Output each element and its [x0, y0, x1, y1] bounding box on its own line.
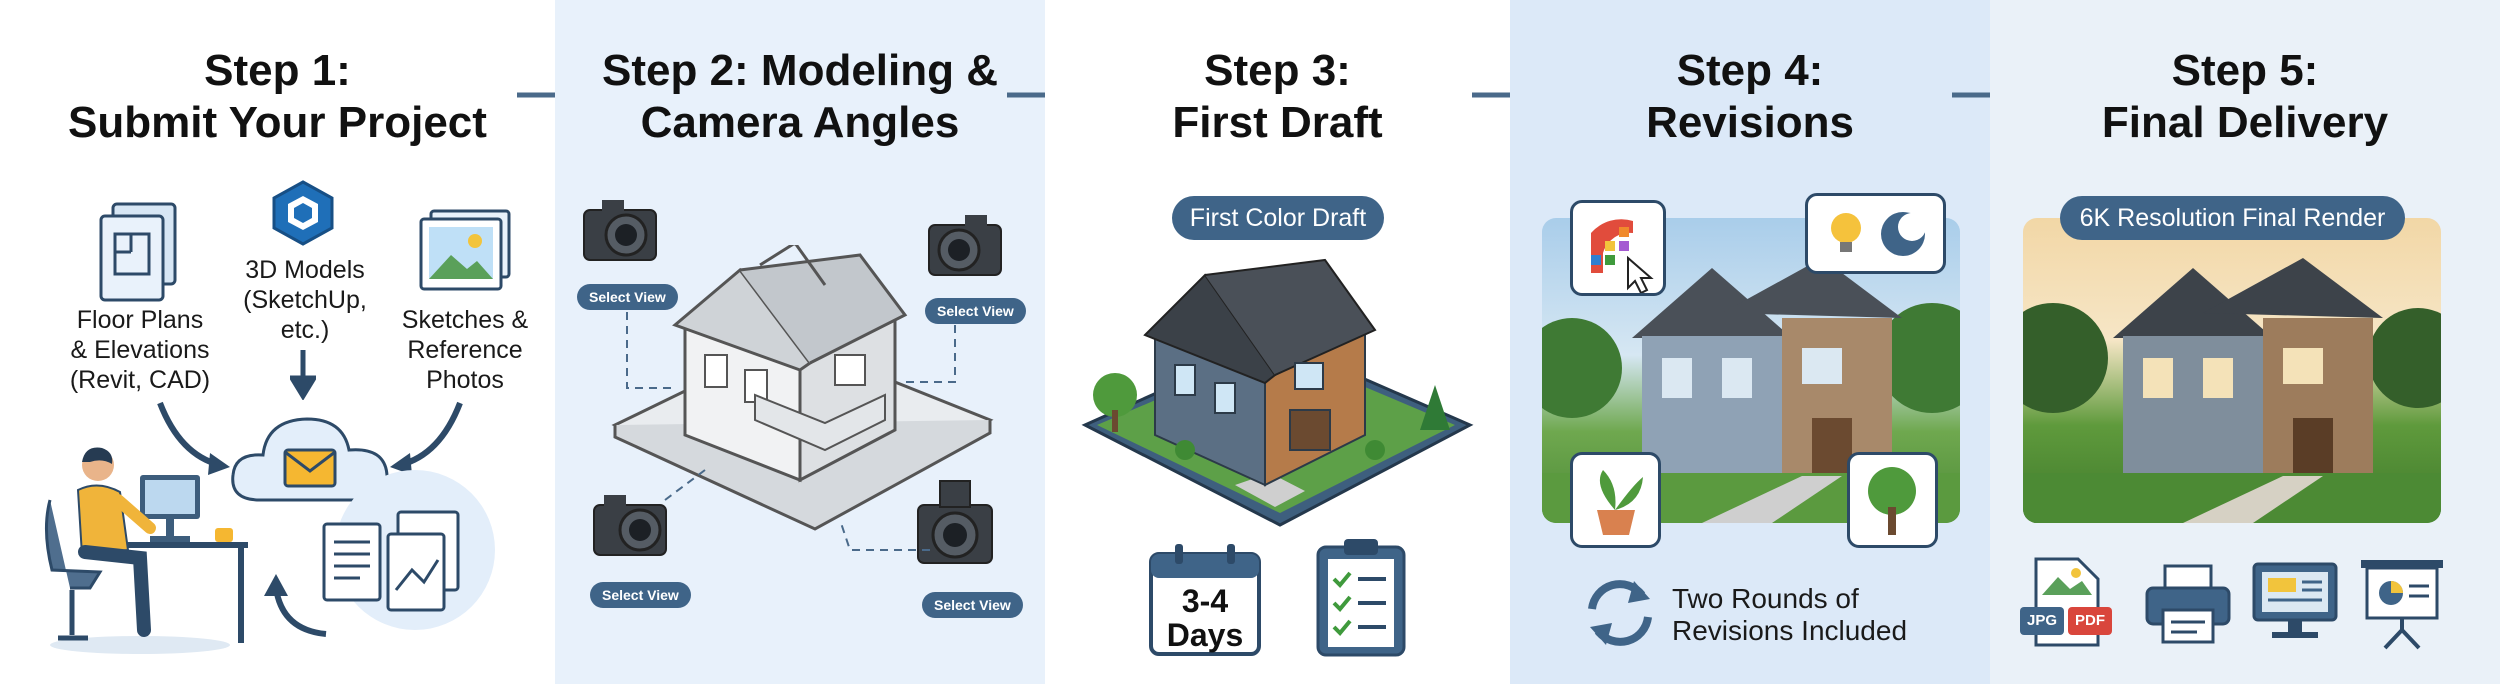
- step-3-panel: Step 3: First Draft First Color Draft 3-…: [1045, 0, 1510, 684]
- house-wireframe-icon: [611, 245, 994, 531]
- presentation-icon: [2361, 560, 2443, 650]
- calendar-icon: [1149, 544, 1261, 656]
- document-icon: [99, 202, 177, 302]
- sketchup-icon: [272, 180, 334, 246]
- plant-icon: [1597, 470, 1643, 535]
- days-label: 3-4 Days: [1166, 583, 1244, 653]
- down-arrow-icon: [290, 350, 316, 400]
- camera-icon: [593, 495, 667, 556]
- checklist-icon: [1316, 539, 1406, 657]
- step-1-title: Step 1: Submit Your Project: [68, 46, 487, 147]
- final-render: [2023, 218, 2441, 523]
- color-palette-icon: [1591, 219, 1654, 295]
- day-night-icon: [1831, 212, 1926, 256]
- select-view-badge-3[interactable]: Select View: [590, 582, 691, 608]
- step-4-title: Step 4: Revisions: [1646, 46, 1854, 147]
- tree-callout[interactable]: [1847, 452, 1938, 548]
- step-2-title: Step 2: Modeling & Camera Angles: [602, 46, 998, 147]
- person-at-desk-icon: [44, 447, 248, 654]
- day-night-callout[interactable]: [1805, 193, 1946, 274]
- return-arrow: [264, 574, 327, 637]
- pdf-badge: PDF: [2068, 607, 2112, 635]
- step-5-title: Step 5: Final Delivery: [2101, 46, 2389, 147]
- sketches-label: Sketches & Reference Photos: [401, 306, 529, 394]
- flow-arrows: [157, 401, 463, 475]
- printer-icon: [2145, 564, 2231, 644]
- house-color-icon: [1081, 258, 1474, 527]
- select-view-badge-2[interactable]: Select View: [925, 298, 1026, 324]
- documents-icon: [322, 510, 460, 612]
- select-view-badge-4[interactable]: Select View: [922, 592, 1023, 618]
- monitor-icon: [2252, 562, 2338, 638]
- step-1-panel: Step 1: Submit Your Project Floor Plans …: [0, 0, 555, 684]
- final-render-badge: 6K Resolution Final Render: [2060, 196, 2405, 240]
- camera-icon: [917, 480, 993, 564]
- color-palette-callout[interactable]: [1570, 200, 1666, 296]
- dashed-guides: [626, 312, 956, 551]
- step-2-panel: Step 2: Modeling & Camera Angles Select …: [555, 0, 1045, 684]
- first-color-draft-badge: First Color Draft: [1172, 196, 1384, 240]
- step-5-panel: Step 5: Final Delivery 6K Resolution Fin…: [1990, 0, 2500, 684]
- camera-icon: [928, 215, 1002, 276]
- step-4-panel: Step 4: Revisions: [1510, 0, 1990, 684]
- select-view-badge-1[interactable]: Select View: [577, 284, 678, 310]
- jpg-badge: JPG: [2020, 607, 2064, 635]
- camera-icon: [583, 200, 657, 261]
- refresh-icon: [1588, 580, 1652, 646]
- 3d-models-label: 3D Models (SketchUp, etc.): [243, 256, 367, 344]
- image-file-icon: [2034, 557, 2100, 647]
- tree-icon: [1868, 467, 1916, 535]
- house-render: [2023, 258, 2441, 523]
- photo-icon: [419, 209, 511, 291]
- floor-plans-label: Floor Plans & Elevations (Revit, CAD): [69, 306, 211, 394]
- step-3-title: Step 3: First Draft: [1172, 46, 1383, 147]
- revisions-label: Two Rounds of Revisions Included: [1672, 583, 1908, 646]
- plant-callout[interactable]: [1570, 452, 1661, 548]
